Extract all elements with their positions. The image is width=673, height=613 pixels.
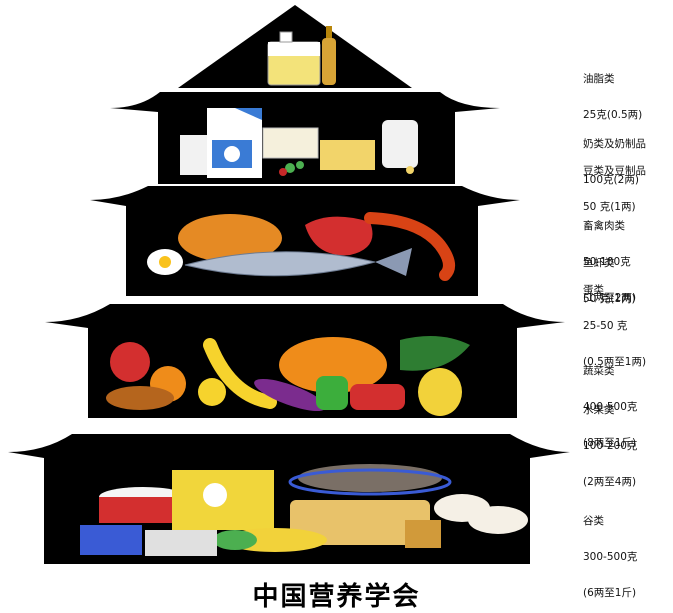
tofu-icon	[262, 120, 418, 176]
oil-bottle-icon	[267, 26, 336, 86]
tier-dairy-beans	[110, 92, 500, 184]
chicken-icon	[178, 214, 282, 262]
egg-name: 蛋类	[583, 284, 604, 296]
label-fish: 鱼虾类 50 克(1两)	[583, 233, 636, 317]
label-oil: 油脂类 25克(0.5两)	[583, 49, 642, 133]
tier-grains	[8, 434, 570, 564]
dairy-amount: 100克(2两)	[583, 174, 639, 186]
food-pyramid-pagoda	[8, 5, 570, 564]
label-dairy: 奶类及奶制品 100克(2两)	[583, 114, 646, 198]
vegetables-icon	[106, 336, 470, 412]
egg-amount-2: (0.5两至1两)	[583, 356, 647, 368]
fruit-name: 水果类	[583, 404, 615, 416]
label-grains: 谷类 300-500克 (6两至1斤)	[583, 491, 637, 611]
fish-name: 鱼虾类	[583, 257, 615, 269]
milk-carton-icon	[180, 108, 262, 178]
tier-meat-fish-egg	[90, 186, 520, 296]
meat-icon	[305, 216, 373, 256]
fruit-amount-2: (2两至4两)	[583, 476, 637, 488]
veg-name: 蔬菜类	[583, 365, 615, 377]
label-veg: 蔬菜类 400-500克 (8两至1斤)	[583, 341, 637, 461]
beans-amount: 50 克(1两)	[583, 201, 636, 213]
grains-amount-2: (6两至1斤)	[583, 587, 637, 599]
oil-amount: 25克(0.5两)	[583, 109, 643, 121]
grains-amount-1: 300-500克	[583, 551, 638, 563]
shrimp-icon	[364, 212, 455, 281]
label-egg: 蛋类 25-50 克 (0.5两至1两)	[583, 260, 646, 380]
oil-name: 油脂类	[583, 73, 615, 85]
egg-icon	[147, 249, 183, 275]
beans-name: 豆类及豆制品	[583, 165, 646, 177]
egg-amount-1: 25-50 克	[583, 320, 628, 332]
dairy-name: 奶类及奶制品	[583, 138, 646, 150]
label-beans: 豆类及豆制品 50 克(1两)	[583, 141, 646, 225]
corn-icon	[213, 528, 327, 552]
tier-veg-fruit	[45, 304, 565, 418]
rice-bowl-icon	[99, 470, 274, 530]
tier-oil	[178, 5, 412, 88]
grains-name: 谷类	[583, 515, 604, 527]
bread-icon	[290, 494, 528, 548]
veg-amount-1: 400-500克	[583, 401, 638, 413]
veg-amount-2: (8两至1斤)	[583, 437, 637, 449]
noodles-icon	[288, 464, 452, 496]
meat-amount-2: (1两至2两)	[583, 292, 637, 304]
fish-icon	[184, 248, 412, 277]
meat-amount-1: 50-100克	[583, 256, 631, 268]
fruit-icon	[110, 338, 462, 416]
fruit-amount-1: 100-200克	[583, 440, 638, 452]
footer-title: 中国营养学会	[252, 582, 421, 612]
label-meat: 畜禽肉类 50-100克 (1两至2两)	[583, 196, 636, 316]
label-fruit: 水果类 100-200克 (2两至4两)	[583, 380, 637, 500]
fish-amount: 50 克(1两)	[583, 293, 636, 305]
meat-name: 畜禽肉类	[583, 220, 625, 232]
